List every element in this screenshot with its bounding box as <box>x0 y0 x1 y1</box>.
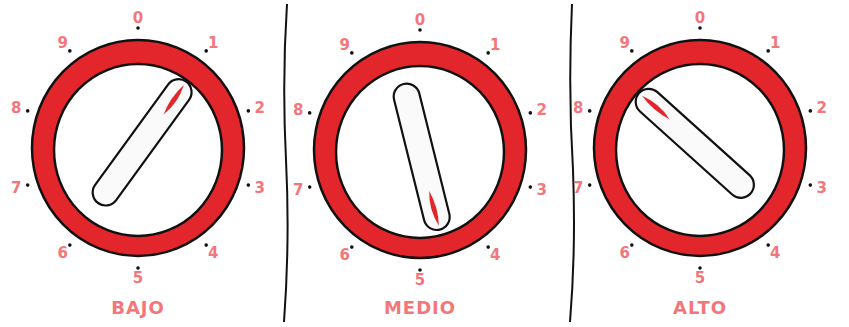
tick-dot <box>26 183 30 187</box>
dial-number: 2 <box>255 100 265 115</box>
tick-dot <box>486 51 490 55</box>
dial-number: 7 <box>293 183 303 198</box>
dial-number: 0 <box>133 11 143 26</box>
tick-dot <box>809 109 813 113</box>
pointer-mark <box>641 93 671 121</box>
dial-number: 6 <box>340 248 350 263</box>
tick-dot <box>529 185 533 189</box>
dial-face <box>616 64 784 236</box>
dial-number: 5 <box>415 273 425 288</box>
setting-label: BAJO <box>111 299 165 317</box>
tick-dot <box>529 111 533 115</box>
setting-label: ALTO <box>673 299 727 317</box>
tick-dot <box>588 183 592 187</box>
dial-number: 3 <box>255 181 265 196</box>
dial-number: 5 <box>133 271 143 286</box>
tick-dot <box>136 266 140 270</box>
tick-dot <box>809 183 813 187</box>
dial-number: 3 <box>537 183 547 198</box>
tick-dot <box>247 183 251 187</box>
dial-face <box>336 66 504 238</box>
tick-dot <box>68 49 72 53</box>
pointer <box>630 83 759 203</box>
dial-number: 9 <box>340 37 350 52</box>
dial-ring <box>314 42 526 258</box>
tick-dot <box>766 243 770 247</box>
dial <box>26 26 250 270</box>
dial-number: 8 <box>293 102 303 117</box>
tick-dot <box>698 266 702 270</box>
pointer <box>88 74 197 211</box>
dial-ring <box>594 40 806 256</box>
tick-dot <box>418 28 422 32</box>
tick-dot <box>486 245 490 249</box>
tick-dot <box>630 243 634 247</box>
dial-number: 4 <box>208 246 218 261</box>
dial-number: 9 <box>620 35 630 50</box>
tick-dot <box>588 109 592 113</box>
dial-number: 4 <box>490 248 500 263</box>
tick-dot <box>698 26 702 30</box>
dial-ring <box>32 40 244 256</box>
tick-dot <box>418 268 422 272</box>
setting-label: MEDIO <box>384 299 456 317</box>
dial-number: 7 <box>573 181 583 196</box>
dial-number: 4 <box>770 246 780 261</box>
dial-number: 1 <box>490 37 500 52</box>
tick-dot <box>350 51 354 55</box>
dial-number: 7 <box>11 181 21 196</box>
pointer-bar <box>391 81 453 233</box>
divider-line <box>284 4 288 322</box>
dial-number: 2 <box>817 100 827 115</box>
tick-dot <box>136 26 140 30</box>
dial-face <box>54 64 222 236</box>
tick-dot <box>350 245 354 249</box>
dial <box>588 26 812 270</box>
tick-dot <box>204 49 208 53</box>
dial-number: 2 <box>537 102 547 117</box>
dial-number: 9 <box>58 35 68 50</box>
tick-dot <box>204 243 208 247</box>
dial-number: 8 <box>573 100 583 115</box>
tick-dot <box>308 111 312 115</box>
dial-number: 0 <box>695 11 705 26</box>
tick-dot <box>630 49 634 53</box>
tick-dot <box>766 49 770 53</box>
dial-number: 0 <box>415 13 425 28</box>
dial-number: 5 <box>695 271 705 286</box>
dial-number: 8 <box>11 100 21 115</box>
tick-dot <box>308 185 312 189</box>
dial-number: 1 <box>208 35 218 50</box>
pointer-mark <box>427 190 441 226</box>
tick-dot <box>247 109 251 113</box>
dial-number: 6 <box>58 246 68 261</box>
divider-line <box>570 4 574 322</box>
dial-number: 3 <box>817 181 827 196</box>
dial-number: 1 <box>770 35 780 50</box>
pointer <box>391 81 453 233</box>
pointer-bar <box>88 74 197 211</box>
dial <box>308 28 532 272</box>
tick-dot <box>26 109 30 113</box>
tick-dot <box>68 243 72 247</box>
dial-number: 6 <box>620 246 630 261</box>
pointer-mark <box>161 84 186 116</box>
pointer-bar <box>630 83 759 203</box>
